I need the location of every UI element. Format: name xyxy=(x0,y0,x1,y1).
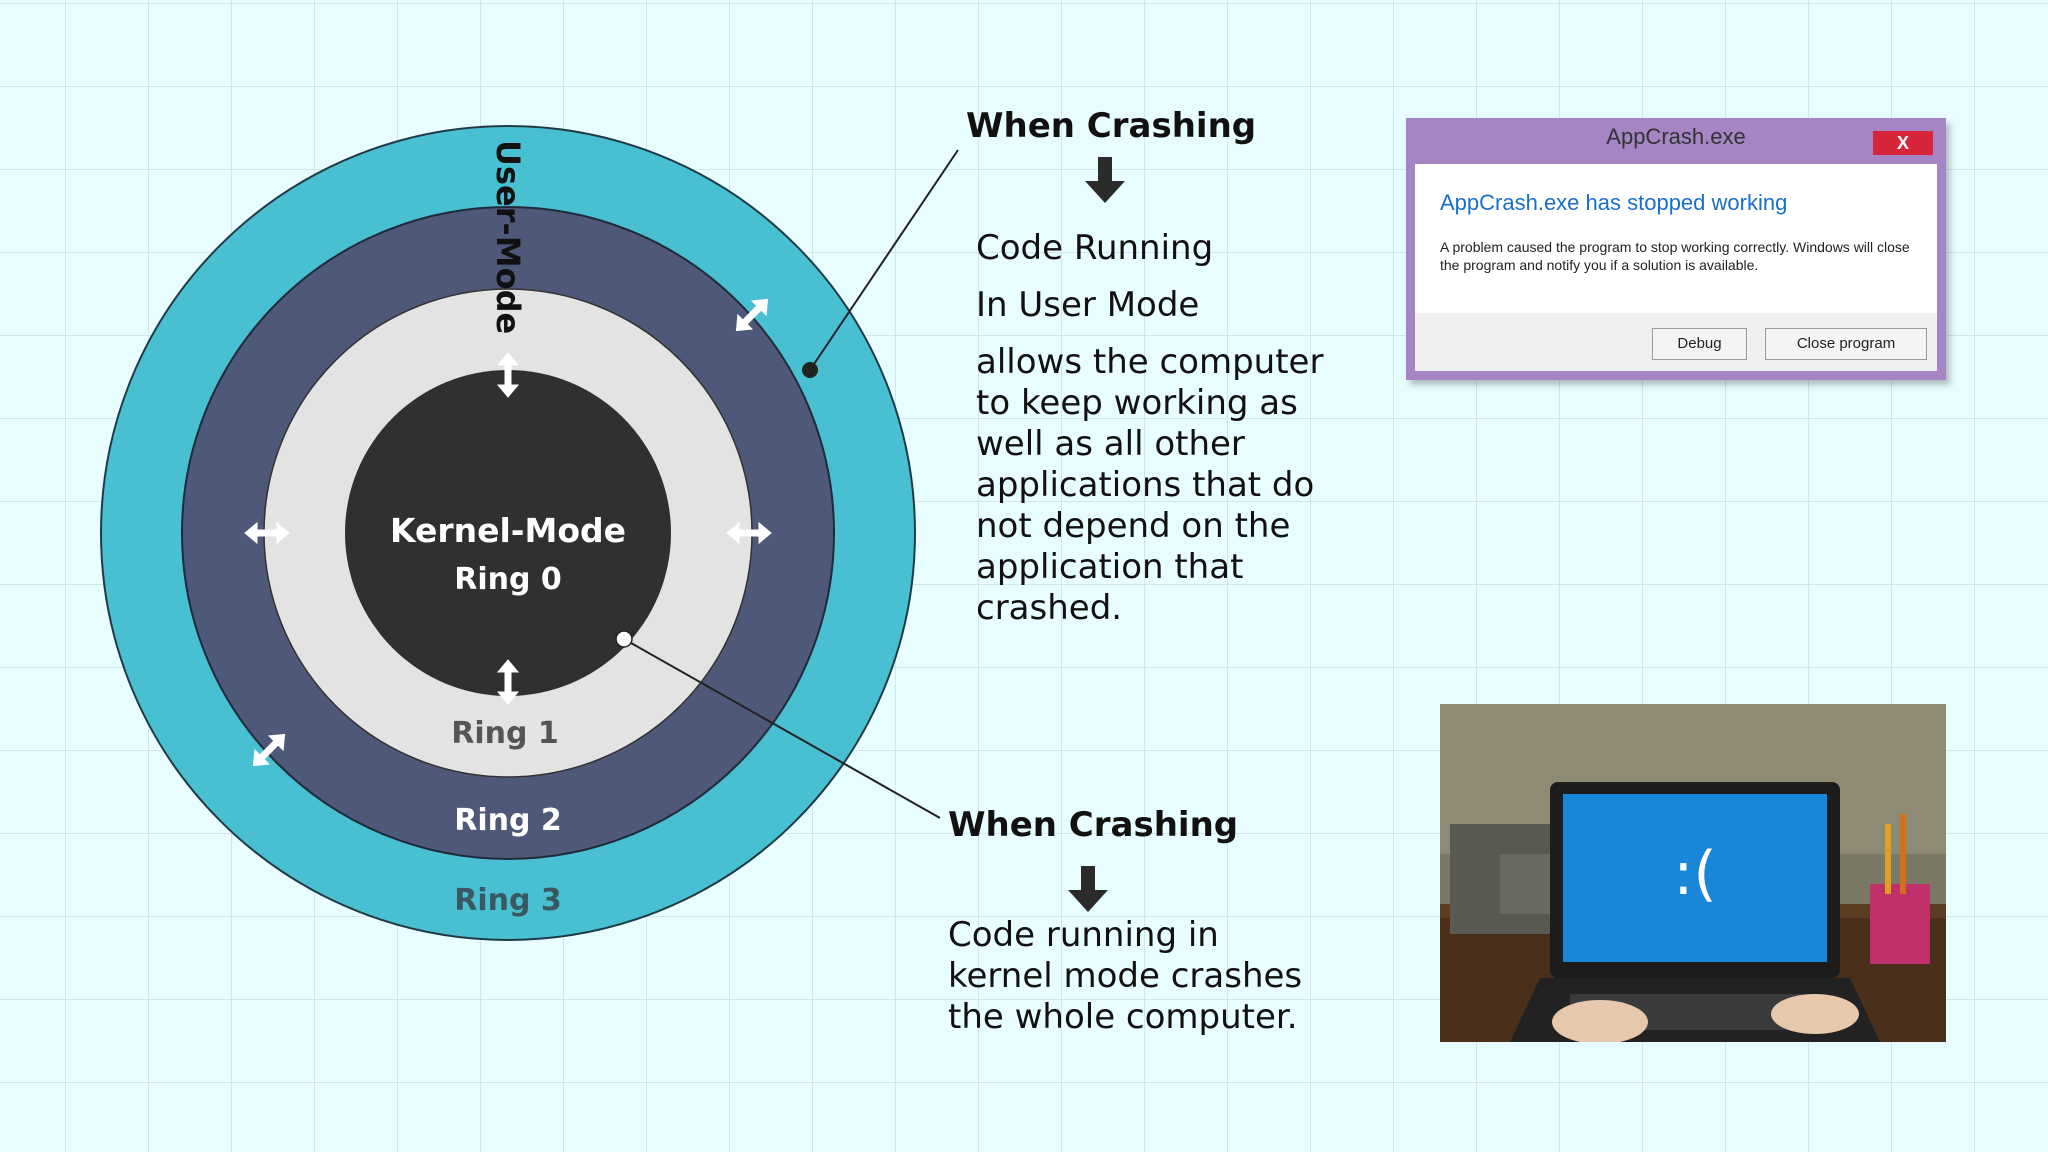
user-crash-body-line: allows the computer xyxy=(976,342,1324,382)
kernel-crash-heading: When Crashing xyxy=(948,805,1239,845)
ring-0-label: Ring 0 xyxy=(454,562,562,597)
laptop-bsod-photo: :( xyxy=(1440,704,1946,1042)
user-crash-body: allows the computer to keep working as w… xyxy=(976,342,1323,629)
user-mode-label: User-Mode xyxy=(489,140,527,334)
ring-2-label: Ring 2 xyxy=(454,803,562,838)
user-crash-body-line: not depend on the xyxy=(976,506,1291,546)
kernel-crash-body-line: Code running in xyxy=(948,915,1219,955)
user-crash-heading: When Crashing xyxy=(966,106,1257,146)
double-arrow-icon xyxy=(244,298,772,767)
kernel-mode-connector-dot xyxy=(615,630,633,648)
user-crash-line-2: In User Mode xyxy=(976,285,1200,325)
ring-3-label: Ring 3 xyxy=(454,883,562,918)
kernel-mode-label: Kernel-Mode xyxy=(390,511,626,550)
dialog-heading: AppCrash.exe has stopped working xyxy=(1440,190,1788,215)
user-mode-connector-line xyxy=(809,149,959,371)
sad-face-text: :( xyxy=(1673,839,1717,909)
dialog-close-button[interactable]: X xyxy=(1873,131,1933,155)
app-crash-dialog: AppCrash.exe X AppCrash.exe has stopped … xyxy=(1406,118,1946,380)
dialog-message: A problem caused the program to stop wor… xyxy=(1440,239,1910,273)
user-crash-body-line: applications that do xyxy=(976,465,1315,505)
close-program-button[interactable]: Close program xyxy=(1765,328,1927,360)
debug-button[interactable]: Debug xyxy=(1652,328,1747,360)
ring-1-label: Ring 1 xyxy=(451,716,559,751)
down-arrow-icon xyxy=(1068,866,1108,912)
user-mode-connector-dot xyxy=(802,362,818,378)
down-arrow-icon xyxy=(1085,157,1125,203)
user-crash-body-line: to keep working as xyxy=(976,383,1298,423)
laptop-illustration: :( xyxy=(1440,704,1946,1042)
ring-0-circle xyxy=(345,370,671,696)
user-crash-body-line: well as all other xyxy=(976,424,1245,464)
user-crash-line-1: Code Running xyxy=(976,228,1214,268)
dialog-footer: Debug Close program xyxy=(1415,313,1937,371)
kernel-crash-body: Code running in kernel mode crashes the … xyxy=(948,915,1302,1038)
user-crash-body-line: application that xyxy=(976,547,1244,587)
kernel-crash-body-line: the whole computer. xyxy=(948,997,1298,1037)
dialog-title: AppCrash.exe xyxy=(1606,124,1746,149)
kernel-crash-body-line: kernel mode crashes xyxy=(948,956,1303,996)
dialog-content: AppCrash.exe has stopped working A probl… xyxy=(1415,164,1937,313)
kernel-mode-connector-line xyxy=(623,638,941,819)
user-crash-body-line: crashed. xyxy=(976,588,1123,628)
